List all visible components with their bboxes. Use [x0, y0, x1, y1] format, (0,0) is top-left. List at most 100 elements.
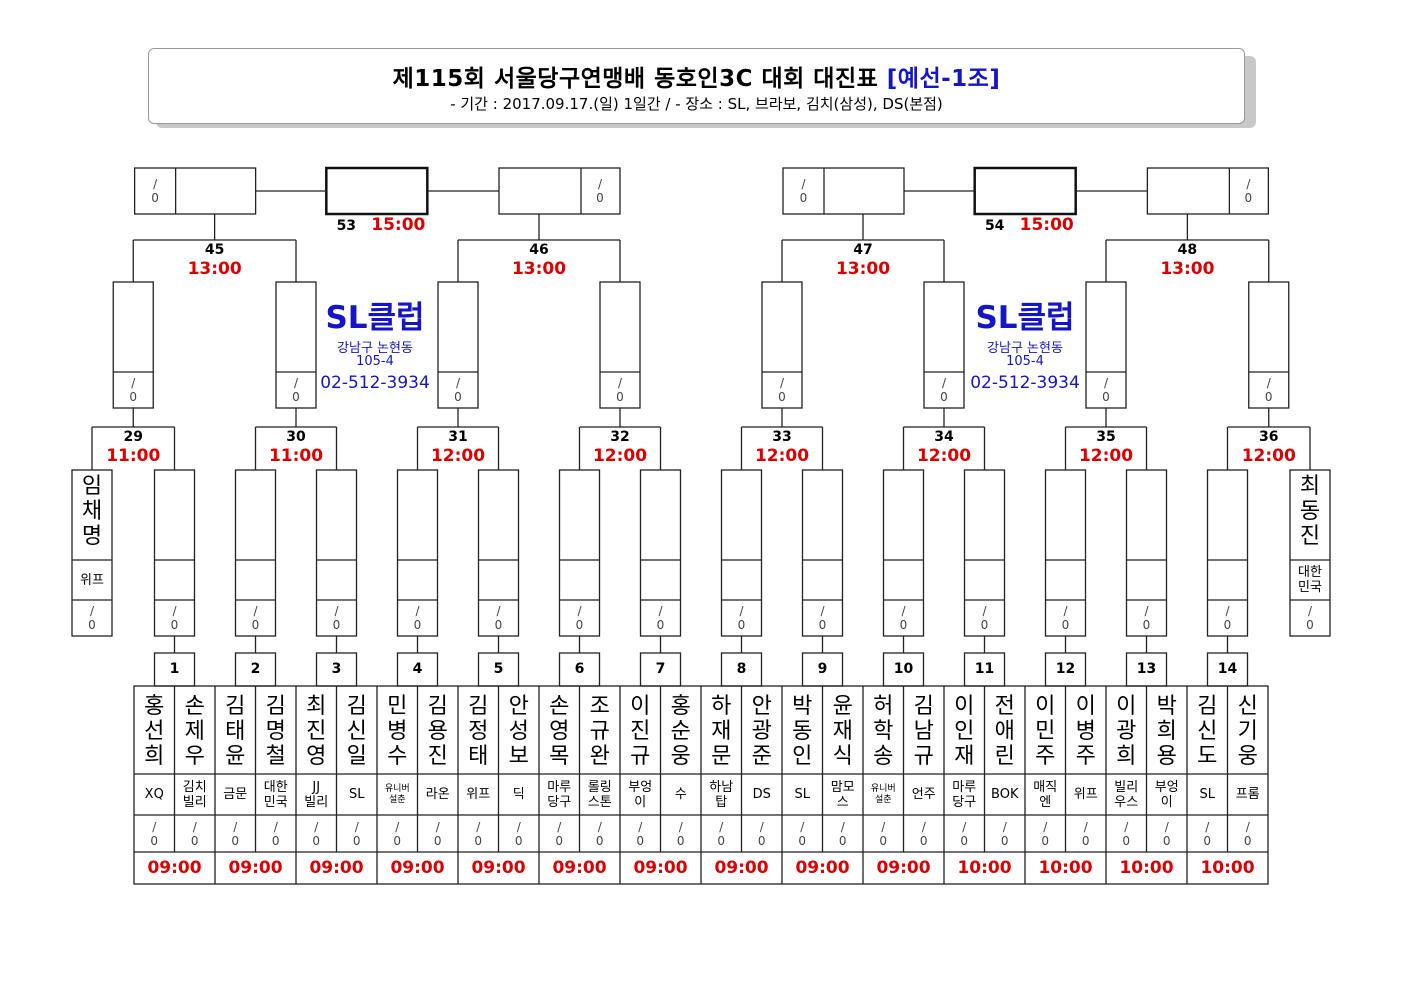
score-cell: /0 — [1102, 376, 1110, 404]
group-tag: [예선-1조] — [886, 66, 1001, 92]
quarter-time: 11:00 — [268, 446, 324, 466]
score-cell: /0 — [231, 819, 240, 848]
score-cell: /0 — [798, 819, 807, 848]
score-cell: /0 — [271, 819, 280, 848]
match-time: 09:00 — [633, 858, 688, 878]
quarter-number: 35 — [1096, 429, 1116, 445]
score-cell: /0 — [899, 604, 908, 632]
match-number: 14 — [1217, 661, 1238, 677]
sl-club-address-no: 105-4 — [356, 354, 394, 369]
match-number: 9 — [817, 661, 828, 677]
title-box: 제115회 서울당구연맹배 동호인3C 대회 대진표 [예선-1조] - 기간 … — [148, 48, 1245, 124]
player-club: 금문 — [223, 787, 248, 802]
score-cell: /0 — [494, 604, 503, 632]
score-cell: /0 — [960, 819, 969, 848]
match-time: 10:00 — [1200, 858, 1255, 878]
event-info: - 기간 : 2017.09.17.(일) 1일간 / - 장소 : SL, 브… — [450, 95, 943, 113]
score-cell: /0 — [737, 604, 746, 632]
match-number: 11 — [974, 661, 995, 677]
score-cell: /0 — [940, 376, 948, 404]
sl-club-phone: 02-512-3934 — [970, 373, 1080, 393]
match-time: 09:00 — [390, 858, 445, 878]
match-number: 8 — [736, 661, 747, 677]
score-cell: /0 — [799, 177, 808, 205]
match-number: 4 — [412, 661, 423, 677]
score-cell: /0 — [656, 604, 665, 632]
player-club: 프롬 — [1235, 787, 1260, 802]
score-cell: /0 — [151, 177, 159, 205]
match-time: 09:00 — [714, 858, 769, 878]
score-cell: /0 — [757, 819, 766, 848]
final-number: 54 — [984, 218, 1005, 234]
sl-club-name: SL클럽 — [325, 300, 425, 336]
match-number: 2 — [250, 661, 261, 677]
score-cell: /0 — [251, 604, 260, 632]
player-club: SL — [349, 787, 365, 802]
semi-number: 48 — [1177, 242, 1198, 258]
match-number: 5 — [493, 661, 504, 677]
semi-time: 13:00 — [511, 259, 567, 279]
match-time: 09:00 — [309, 858, 364, 878]
score-cell: /0 — [1000, 819, 1009, 848]
quarter-time: 12:00 — [592, 446, 648, 466]
score-cell: /0 — [1264, 376, 1273, 404]
score-cell: /0 — [1243, 819, 1252, 848]
match-number: 1 — [169, 661, 180, 677]
final-box — [325, 166, 429, 216]
quarter-time: 12:00 — [1241, 446, 1296, 466]
sl-club-name: SL클럽 — [975, 300, 1075, 336]
score-cell: /0 — [1244, 177, 1253, 205]
match-time: 09:00 — [471, 858, 526, 878]
quarter-time: 12:00 — [754, 446, 810, 466]
match-time: 09:00 — [795, 858, 850, 878]
score-cell: /0 — [332, 604, 341, 632]
title-text: 제115회 서울당구연맹배 동호인3C 대회 대진표 — [392, 66, 879, 92]
score-cell: /0 — [88, 604, 96, 632]
score-cell: /0 — [879, 819, 888, 848]
score-cell: /0 — [1041, 819, 1050, 848]
match-time: 09:00 — [228, 858, 283, 878]
player-club: 위프 — [466, 787, 491, 802]
score-cell: /0 — [1122, 819, 1131, 848]
score-cell: /0 — [636, 819, 645, 848]
match-number: 3 — [331, 661, 342, 677]
score-cell: /0 — [778, 376, 786, 404]
score-cell: /0 — [129, 376, 138, 404]
semi-time: 13:00 — [1160, 259, 1215, 279]
score-cell: /0 — [292, 376, 300, 404]
final-time: 15:00 — [1019, 215, 1074, 235]
score-cell: /0 — [575, 604, 584, 632]
score-cell: /0 — [595, 819, 604, 848]
final-time: 15:00 — [371, 215, 426, 235]
score-cell: /0 — [150, 819, 159, 848]
player-club: 위프 — [1073, 787, 1098, 802]
match-number: 7 — [655, 661, 666, 677]
score-cell: /0 — [312, 819, 321, 848]
player-club: SL — [1199, 787, 1216, 802]
score-cell: /0 — [454, 376, 462, 404]
score-cell: /0 — [1223, 604, 1232, 632]
